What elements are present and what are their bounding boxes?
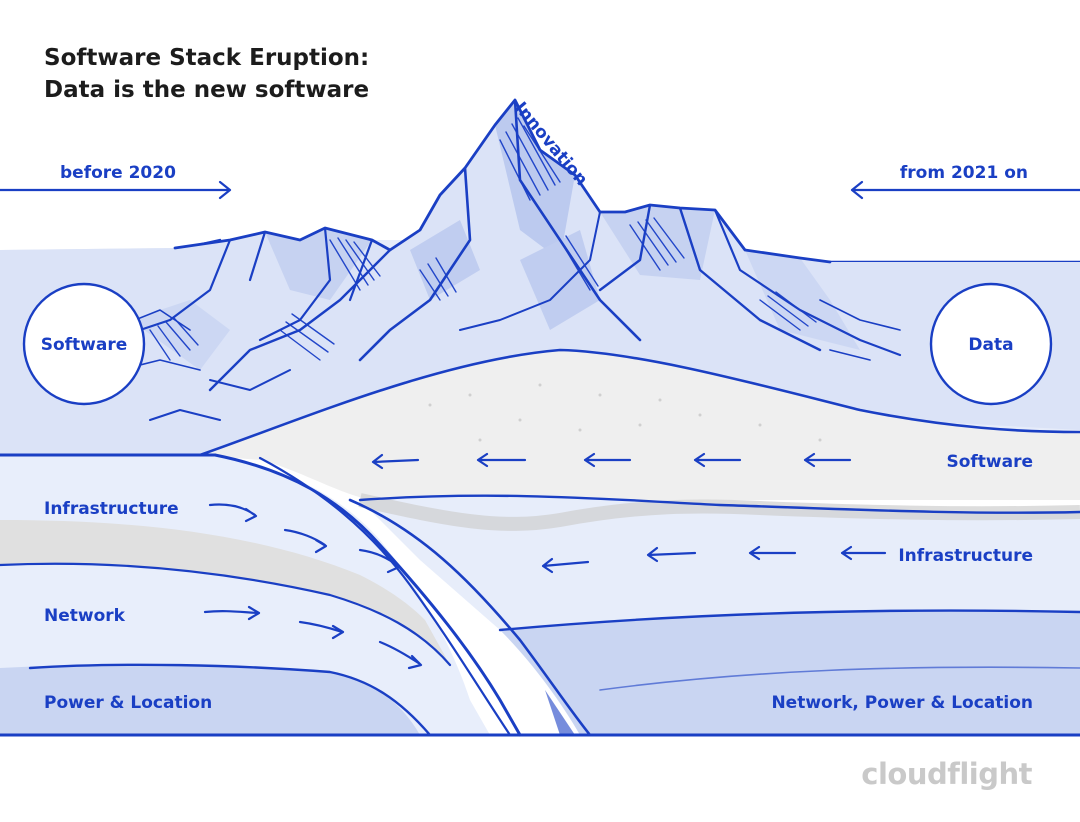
label-right-software: Software xyxy=(946,452,1033,472)
cloudflight-logo: cloudflight xyxy=(861,757,1032,791)
right-flow-arrows xyxy=(371,452,887,574)
circle-software-ring xyxy=(22,282,146,406)
flow-arrow-left xyxy=(840,545,887,561)
flow-arrow-right xyxy=(208,503,258,523)
flow-arrow-right xyxy=(283,528,328,554)
circle-data: Data xyxy=(929,282,1053,406)
label-right-network-power-location: Network, Power & Location xyxy=(771,693,1033,713)
mountain-range xyxy=(0,98,1080,455)
left-strata xyxy=(0,453,490,737)
flow-arrow-left xyxy=(803,452,852,468)
flow-arrow-left xyxy=(646,546,697,563)
title-line-1: Software Stack Eruption: xyxy=(44,45,370,71)
circle-software: Software xyxy=(22,282,146,406)
title-line-2: Data is the new software xyxy=(44,77,370,103)
label-left-network: Network xyxy=(44,606,126,626)
timeline-left: before 2020 xyxy=(0,163,232,200)
right-strata xyxy=(358,493,1080,735)
flow-arrow-left xyxy=(476,452,527,468)
fault-line xyxy=(213,453,592,737)
label-left-power-location: Power & Location xyxy=(44,693,212,713)
flow-arrow-right xyxy=(298,620,345,640)
flow-arrow-right xyxy=(358,548,401,574)
label-left-infrastructure: Infrastructure xyxy=(44,499,179,519)
left-flow-arrows xyxy=(203,503,423,670)
label-before-2020: before 2020 xyxy=(60,163,176,183)
timeline-arrow-left xyxy=(850,180,1080,200)
flow-arrow-left xyxy=(583,452,632,468)
diagram-title: Software Stack Eruption: Data is the new… xyxy=(44,42,369,106)
flow-arrow-right xyxy=(203,605,261,621)
label-from-2021: from 2021 on xyxy=(900,163,1028,183)
flow-arrow-left xyxy=(371,453,420,470)
circle-data-ring xyxy=(929,282,1053,406)
flow-arrow-left xyxy=(541,557,590,574)
eruption-dome xyxy=(198,348,1080,500)
circle-software-label: Software xyxy=(41,335,128,355)
flow-arrow-right xyxy=(378,640,423,670)
circle-data-label: Data xyxy=(968,335,1013,355)
sand-texture xyxy=(428,383,822,442)
timeline-right: from 2021 on xyxy=(850,163,1080,200)
flow-arrow-left xyxy=(693,452,742,468)
label-right-infrastructure: Infrastructure xyxy=(898,546,1033,566)
flow-arrow-left xyxy=(748,545,797,561)
timeline-arrow-right xyxy=(0,180,232,200)
